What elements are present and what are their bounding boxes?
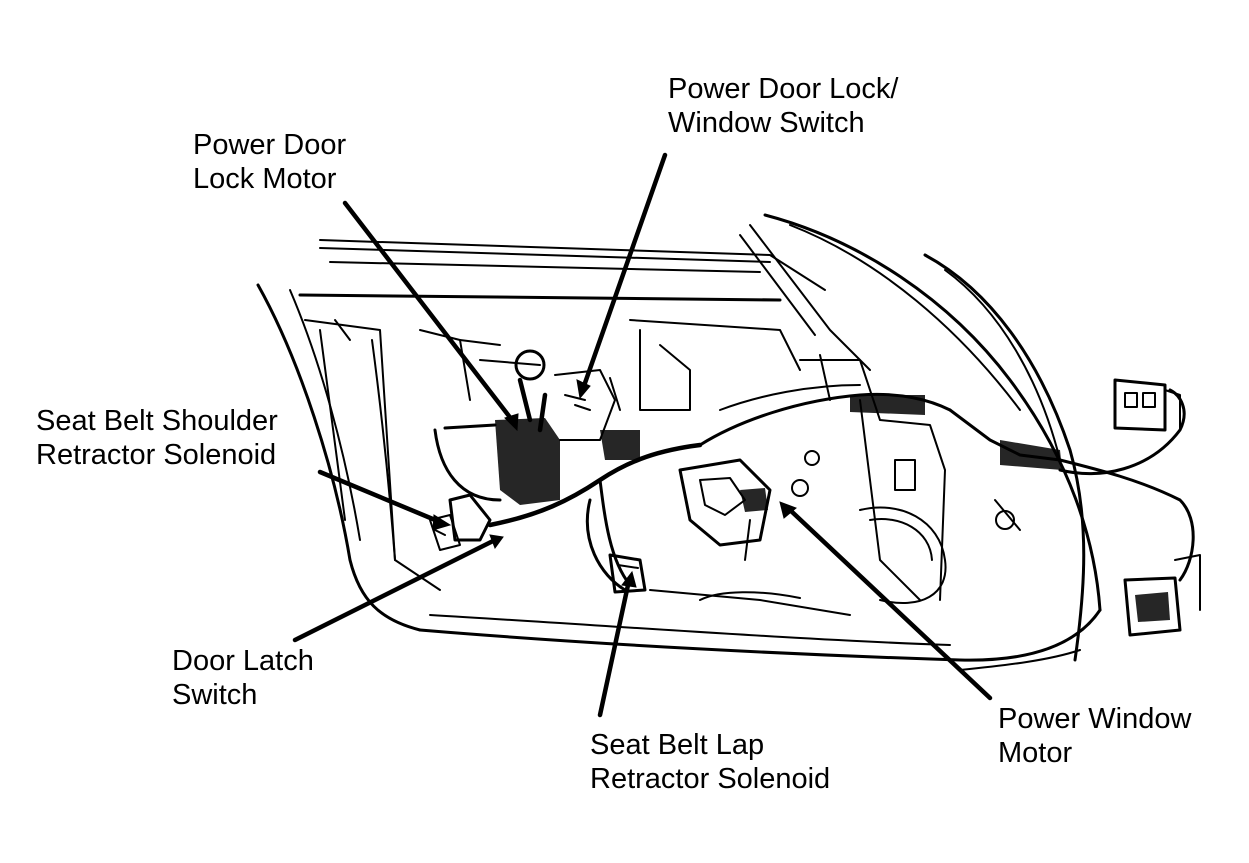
label-power-door-lock-motor: Power Door Lock Motor: [193, 128, 346, 196]
label-line: Power Door Lock/: [668, 73, 899, 105]
leader-lines: [292, 152, 993, 718]
label-line: Retractor Solenoid: [36, 439, 277, 471]
door-outline: [256, 213, 1102, 671]
wiring-harness: [487, 384, 1195, 592]
shoulder-retractor-solenoid-part: [429, 493, 492, 551]
window-motor-part: [678, 458, 772, 561]
label-seat-belt-shoulder-retractor-solenoid: Seat Belt Shoulder Retractor Solenoid: [36, 404, 278, 472]
inner-panel: [304, 319, 1021, 616]
label-power-window-motor: Power Window Motor: [998, 702, 1191, 770]
label-line: Switch: [172, 679, 258, 711]
label-line: Power Window: [998, 703, 1192, 735]
lock-motor-assembly: [433, 349, 640, 505]
label-line: Motor: [998, 737, 1073, 769]
label-line: Door Latch: [172, 645, 314, 677]
label-seat-belt-lap-retractor-solenoid: Seat Belt Lap Retractor Solenoid: [590, 728, 830, 796]
label-line: Power Door: [193, 129, 347, 161]
label-line: Lock Motor: [193, 163, 337, 195]
label-line: Retractor Solenoid: [590, 763, 831, 795]
label-power-door-lock-window-switch: Power Door Lock/ Window Switch: [668, 72, 899, 140]
label-line: Seat Belt Shoulder: [36, 405, 278, 437]
label-door-latch-switch: Door Latch Switch: [172, 644, 314, 712]
label-line: Window Switch: [668, 107, 865, 139]
lap-retractor-solenoid-part: [608, 553, 647, 594]
label-line: Seat Belt Lap: [590, 729, 765, 761]
harness-connectors: [1113, 378, 1201, 637]
